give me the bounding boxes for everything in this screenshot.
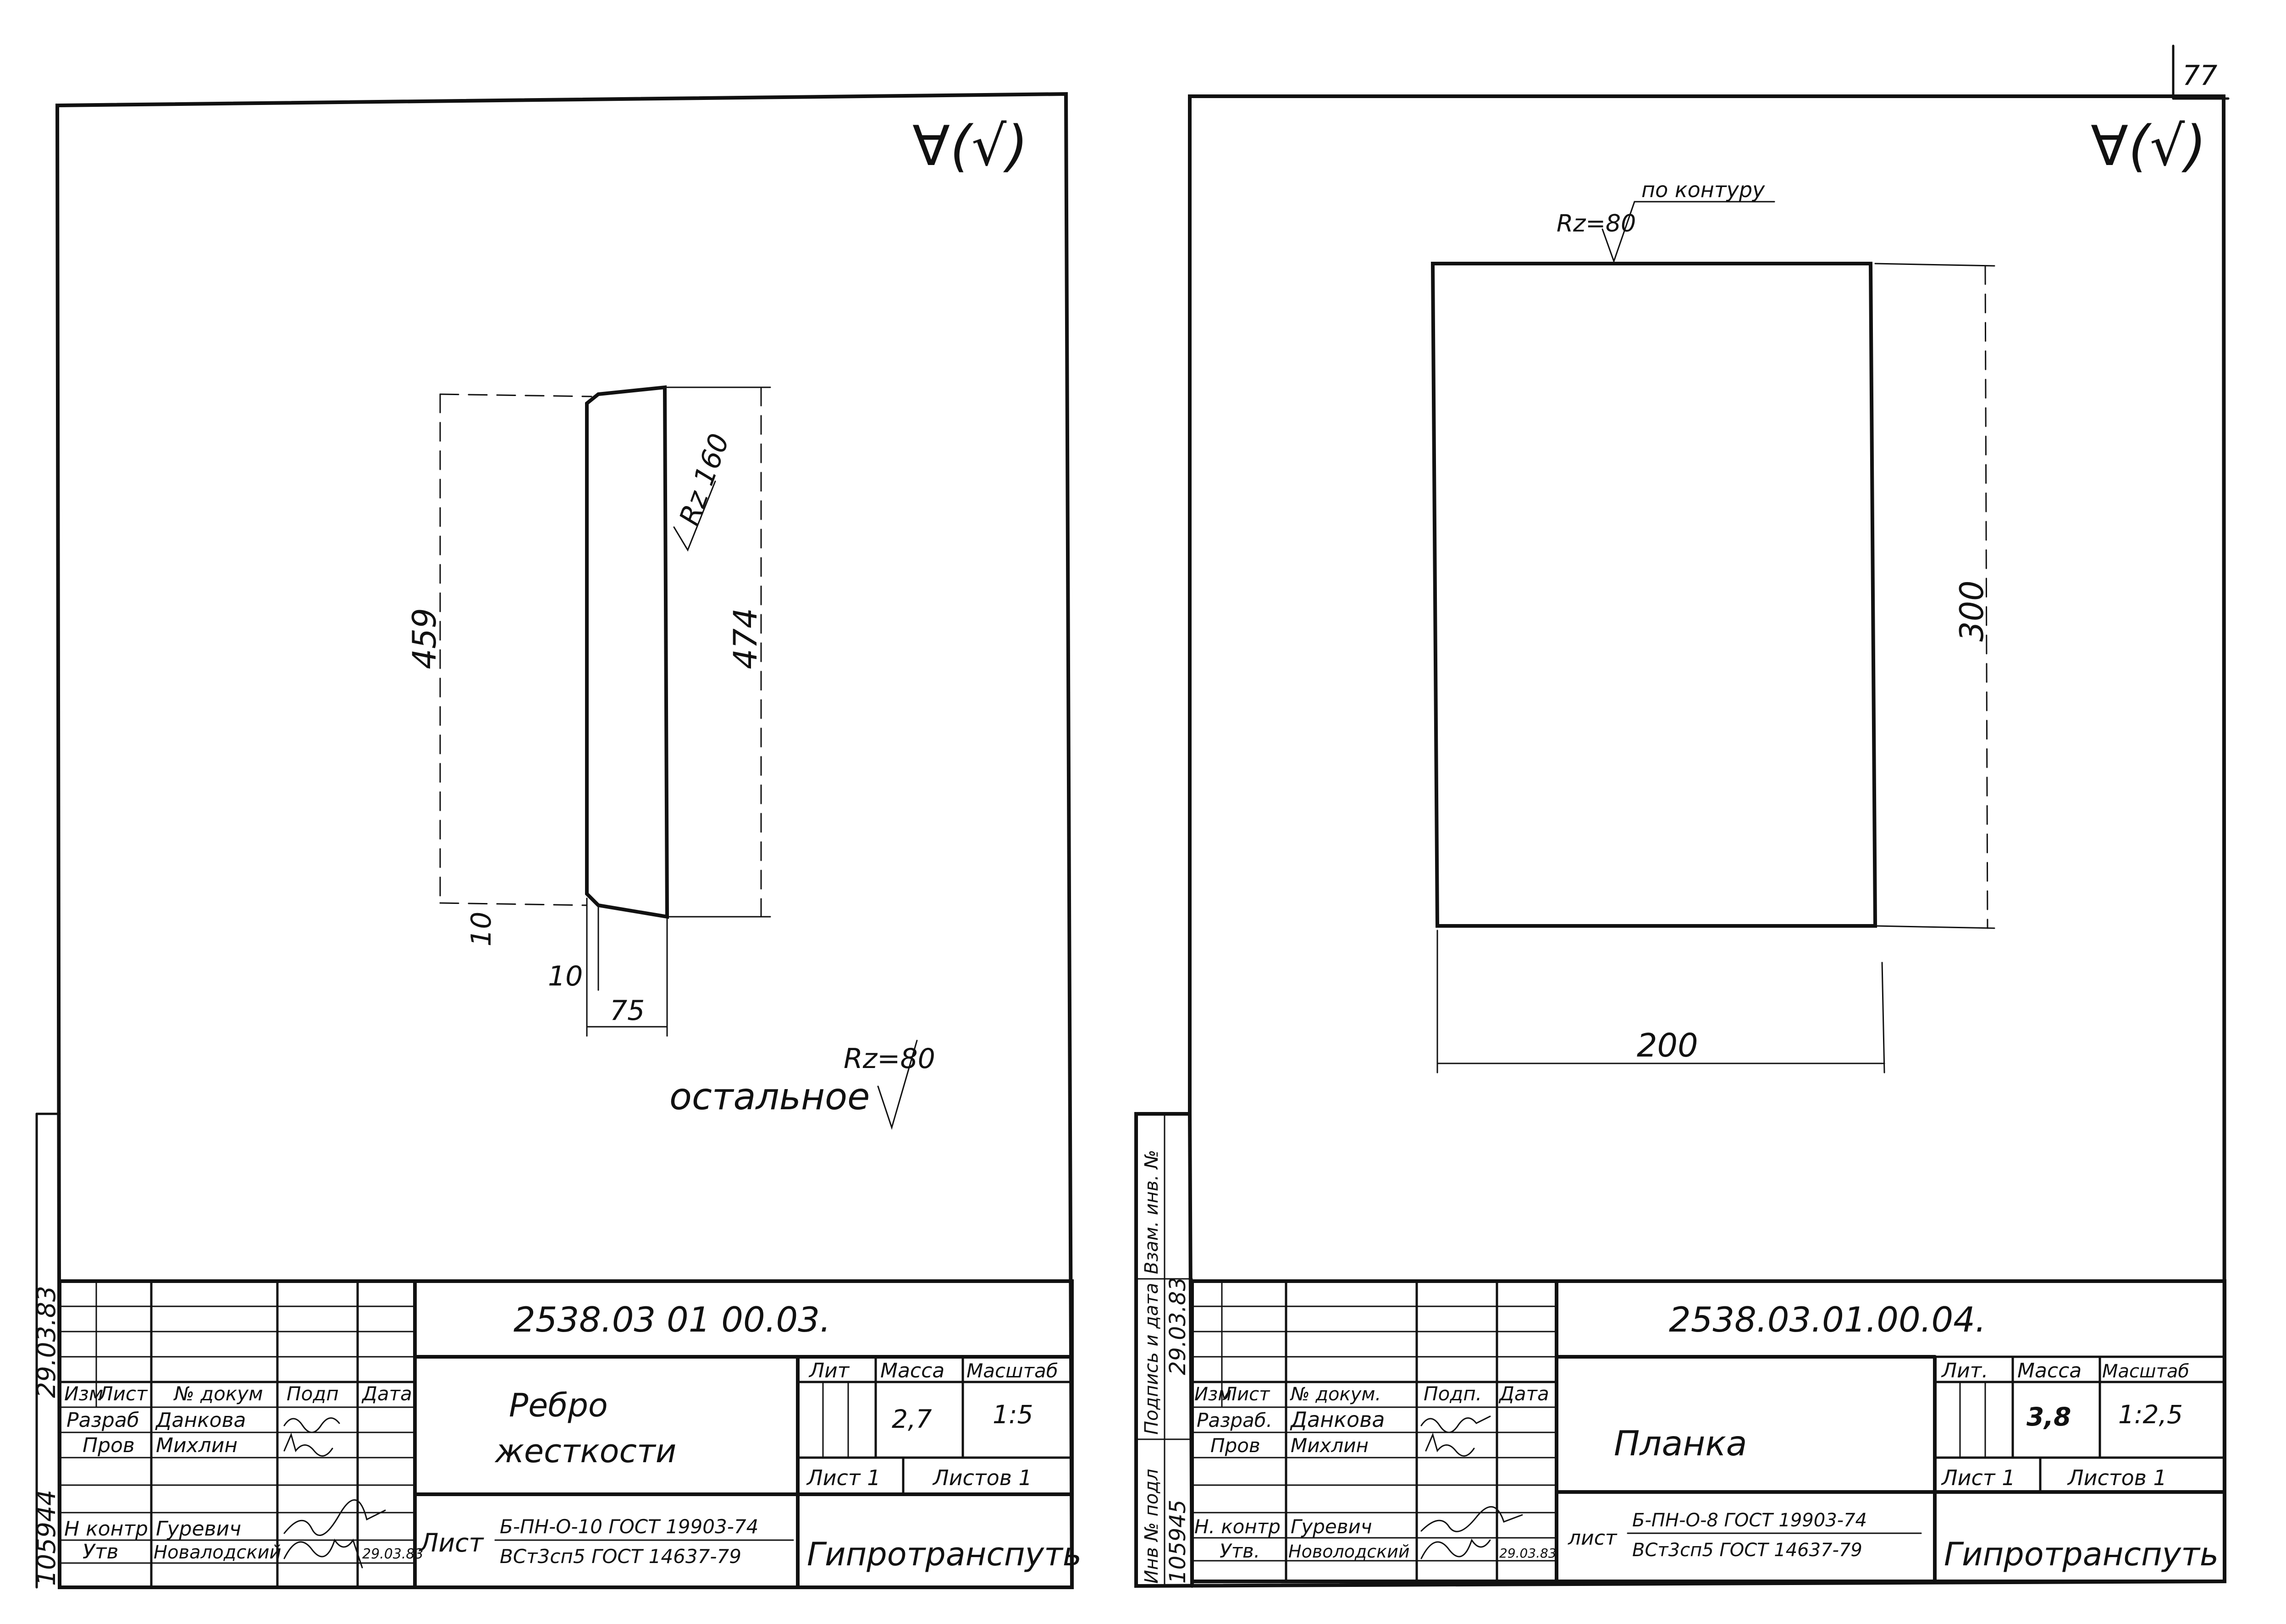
contour-label: по контуру — [1641, 177, 1765, 202]
left-col-izm: Изм — [64, 1382, 103, 1405]
right-material-top: Б-ПН-О-8 ГОСТ 19903-74 — [1632, 1510, 1867, 1531]
left-scale-value: 1:5 — [993, 1400, 1033, 1429]
right-side-inv-value: 105945 — [1165, 1500, 1191, 1584]
left-scale-header: Масштаб — [966, 1360, 1058, 1382]
right-organization: Гипротранспуть — [1944, 1536, 2219, 1573]
left-signature-prov — [283, 1432, 333, 1457]
right-mass-header: Масса — [2017, 1359, 2082, 1382]
left-utv-date: 29.03.83 — [362, 1546, 424, 1562]
dim-200: 200 — [1637, 1027, 1698, 1064]
right-side-date-value: 29.03.83 — [1165, 1277, 1191, 1375]
right-title-block: Изм Лист № докум. Подп. Дата Разраб. Дан… — [1190, 1279, 2226, 1583]
left-mass-header: Масса — [880, 1359, 944, 1382]
right-role-razrab: Разраб. — [1197, 1409, 1272, 1431]
right-name-utv: Новолодский — [1288, 1541, 1410, 1562]
left-material-prefix: Лист — [419, 1528, 484, 1558]
dim-474: 474 — [727, 608, 764, 669]
right-role-nkontr: Н. контр — [1194, 1515, 1281, 1538]
left-signature-nkontr — [283, 1499, 386, 1536]
left-lit-header: Лит — [808, 1359, 850, 1382]
left-signature-utv — [283, 1538, 363, 1569]
left-role-utv: Утв — [83, 1540, 118, 1563]
right-sheets-label: Листов 1 — [2067, 1465, 2167, 1490]
right-role-utv: Утв. — [1220, 1540, 1260, 1562]
right-signature-nkontr — [1420, 1506, 1523, 1532]
left-side-inv: 105944 — [32, 1490, 61, 1586]
right-sheet-label: Лист 1 — [1941, 1465, 2015, 1490]
left-col-date: Дата — [361, 1382, 412, 1405]
left-col-sign: Подп — [287, 1382, 339, 1405]
left-col-doc: № докум — [173, 1382, 263, 1405]
right-name-razrab: Данкова — [1290, 1407, 1385, 1432]
left-material-top: Б-ПН-О-10 ГОСТ 19903-74 — [500, 1515, 758, 1538]
right-signature-utv — [1420, 1538, 1491, 1559]
left-name-nkontr: Гуревич — [156, 1517, 241, 1541]
right-material-bottom: ВСт3сп5 ГОСТ 14637-79 — [1632, 1540, 1862, 1561]
left-designation: 2538.03 01 00.03. — [514, 1299, 831, 1340]
right-col-doc: № докум. — [1290, 1384, 1381, 1405]
right-side-podpis-data: Подпись и дата — [1141, 1283, 1162, 1435]
left-organization: Гипротранспуть — [807, 1536, 1082, 1573]
dim-10-vertical: 10 — [465, 912, 497, 947]
left-material-bottom: ВСт3сп5 ГОСТ 14637-79 — [500, 1545, 741, 1568]
page-number: 77 — [2182, 60, 2217, 92]
dim-300: 300 — [1953, 580, 1991, 642]
left-role-razrab: Разраб — [66, 1409, 139, 1432]
rest-label: остальное — [669, 1075, 870, 1118]
left-roughness-mark: ∀(√) — [912, 115, 1028, 178]
left-side-date: 29.03.83 — [32, 1286, 61, 1398]
right-signature-razrab — [1420, 1415, 1491, 1433]
right-lit-header: Лит. — [1941, 1359, 1988, 1382]
left-col-list: Лист — [98, 1382, 148, 1405]
left-role-nkontr: Н контр — [64, 1517, 148, 1541]
left-mass-value: 2,7 — [892, 1404, 932, 1434]
right-scale-header: Масштаб — [2102, 1361, 2189, 1382]
right-signature-prov — [1425, 1432, 1475, 1457]
left-name-prov: Михлин — [156, 1434, 237, 1457]
right-col-izm: Изм — [1194, 1384, 1231, 1405]
dim-459: 459 — [406, 608, 443, 669]
left-sheet-label: Лист 1 — [806, 1465, 880, 1490]
right-sheet: Инв № подл Подпись и дата Взам. инв. № 1… — [1134, 94, 2227, 1588]
right-col-list: Лист — [1222, 1384, 1270, 1405]
right-side-inv-podl: Инв № подл — [1141, 1469, 1162, 1584]
left-signature-razrab — [283, 1417, 340, 1433]
left-sheets-label: Листов 1 — [932, 1465, 1032, 1490]
left-title-block: Изм Лист № докум Подп Дата Разраб Данков… — [58, 1279, 1082, 1589]
page-number-corner: 77 — [2172, 44, 2230, 100]
dim-10-horizontal: 10 — [548, 960, 583, 992]
right-mass-value: 3,8 — [2026, 1402, 2071, 1431]
right-col-sign: Подп. — [1424, 1382, 1482, 1405]
right-name-prov: Михлин — [1291, 1434, 1369, 1457]
right-name-nkontr: Гуревич — [1291, 1515, 1372, 1538]
contour-roughness: Rz=80 — [1557, 210, 1636, 237]
right-role-prov: Пров — [1210, 1434, 1260, 1457]
right-part-name: Планка — [1614, 1423, 1747, 1464]
dim-75: 75 — [610, 995, 645, 1027]
left-part-name-1: Ребро — [509, 1387, 608, 1424]
left-role-prov: Пров — [83, 1434, 135, 1457]
left-sheet: ∀(√) 459 474 Rz 160 10 10 75 остальное R… — [32, 92, 1082, 1589]
left-part-name-2: жесткости — [494, 1432, 676, 1470]
right-material-prefix: лист — [1568, 1526, 1618, 1550]
left-name-razrab: Данкова — [155, 1409, 246, 1432]
left-name-utv: Новалодский — [154, 1542, 281, 1563]
right-designation: 2538.03.01.00.04. — [1669, 1299, 1986, 1340]
right-utv-date: 29.03.83 — [1499, 1546, 1557, 1561]
right-side-vzam-inv: Взам. инв. № — [1141, 1150, 1162, 1274]
right-scale-value: 1:2,5 — [2118, 1400, 2183, 1429]
rest-roughness: Rz=80 — [844, 1043, 935, 1075]
right-roughness-mark: ∀(√) — [2091, 115, 2206, 178]
right-col-date: Дата — [1498, 1382, 1549, 1405]
dim-300-line — [1984, 265, 1988, 929]
